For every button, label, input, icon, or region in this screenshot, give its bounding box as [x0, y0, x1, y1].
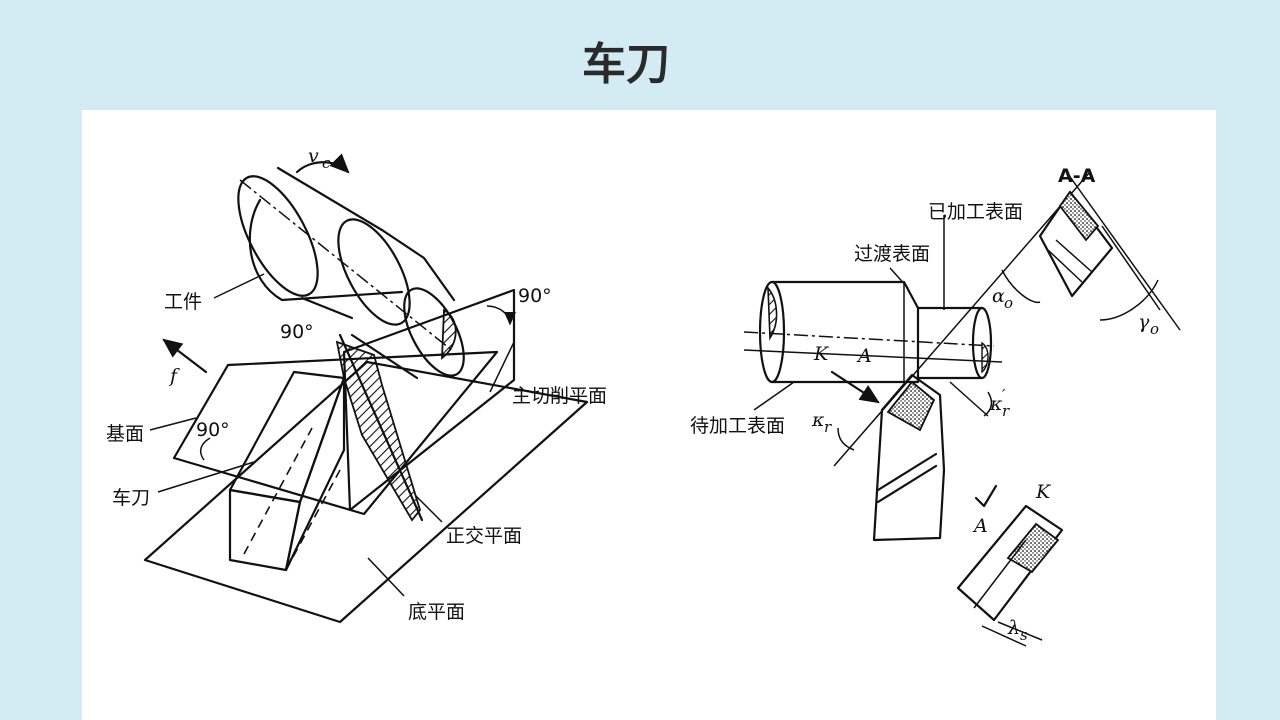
detail-view-shape	[956, 504, 1064, 622]
label-tool: 车刀	[112, 487, 150, 509]
label-surface-to-machine: 待加工表面	[690, 415, 785, 437]
label-k: K	[813, 343, 830, 365]
label-a: A	[856, 345, 872, 367]
workpiece-axis-right	[743, 331, 995, 347]
leader-unmachined	[753, 381, 795, 411]
label-detail-k: K	[1035, 481, 1052, 503]
workpiece-axis	[239, 179, 455, 353]
leader-transition	[889, 267, 909, 289]
bottom-plane-shape	[143, 360, 589, 624]
label-orthogonal-plane: 正交平面	[446, 525, 522, 547]
label-kappa-r-sub: r	[824, 418, 832, 436]
label-transition-surface: 过渡表面	[854, 243, 930, 265]
feed-arrow	[162, 338, 208, 374]
tool-side	[284, 376, 346, 572]
label-bottom-plane: 底平面	[408, 601, 465, 623]
label-alpha-o: α	[992, 285, 1005, 307]
label-kappa-r-prime: κ	[989, 393, 1003, 415]
base-plane-shape	[172, 350, 499, 516]
label-feed: f	[168, 365, 180, 387]
label-angle-top-right: 90°	[518, 285, 552, 307]
label-detail-a: A	[972, 515, 988, 537]
label-vc-sub: c	[322, 154, 331, 172]
rotation-arrow	[295, 153, 350, 174]
label-main-cutting-plane: 主切削平面	[512, 385, 607, 407]
leader-orthogonal	[415, 495, 443, 523]
label-angle-top-left: 90°	[280, 321, 314, 343]
tool-top	[228, 370, 346, 504]
workpiece-left-end	[237, 175, 319, 297]
diagram-panel: v c 工件 90° 90° f 基面 90° 车刀 主切削平面 正交平面 底平…	[82, 110, 1216, 720]
label-base-plane: 基面	[106, 423, 144, 445]
cutting-edge-line	[833, 171, 1091, 467]
leader-base	[149, 417, 197, 431]
tool-rake-face	[886, 380, 936, 432]
label-lambda-s-sub: s	[1020, 626, 1028, 644]
turning-tool-diagram: v c 工件 90° 90° f 基面 90° 车刀 主切削平面 正交平面 底平…	[106, 145, 1181, 647]
label-gamma-o-sub: o	[1150, 320, 1159, 338]
label-lambda-s: λ	[1007, 617, 1020, 639]
left-diagram: v c 工件 90° 90° f 基面 90° 车刀 主切削平面 正交平面 底平…	[106, 145, 607, 624]
page-title: 车刀	[582, 39, 670, 90]
leader-tool	[157, 461, 255, 493]
leader-bottom	[367, 557, 405, 597]
tool-hidden-edge	[243, 427, 313, 555]
workpiece-back	[248, 198, 404, 302]
right-diagram: A-A 已加工表面 过渡表面 待加工表面 K A α o γ o κ r κ r…	[690, 165, 1181, 647]
label-gamma-o: γ	[1138, 311, 1150, 333]
label-alpha-o-sub: o	[1004, 294, 1013, 312]
detail-arrow	[974, 484, 998, 508]
orthogonal-plane-shape	[335, 340, 421, 522]
label-machined-surface: 已加工表面	[928, 201, 1023, 223]
tool-body-right	[872, 373, 946, 542]
workpiece-cut-face	[441, 308, 457, 360]
label-kappa-prime-mark: ′	[1002, 386, 1006, 404]
leader-workpiece	[213, 273, 265, 299]
workpiece-large	[770, 280, 920, 384]
label-workpiece: 工件	[164, 291, 202, 313]
workpiece-step	[337, 218, 411, 326]
main-cutting-plane-shape	[342, 288, 516, 512]
label-section-aa: A-A	[1058, 165, 1096, 187]
label-kappa-r: κ	[811, 409, 825, 431]
leader-main-cutting	[489, 341, 515, 393]
workpiece-large-end	[758, 280, 786, 384]
label-vc: v	[308, 145, 319, 167]
label-angle-base: 90°	[196, 419, 230, 441]
label-kappa-r-prime-sub: r	[1002, 402, 1010, 420]
